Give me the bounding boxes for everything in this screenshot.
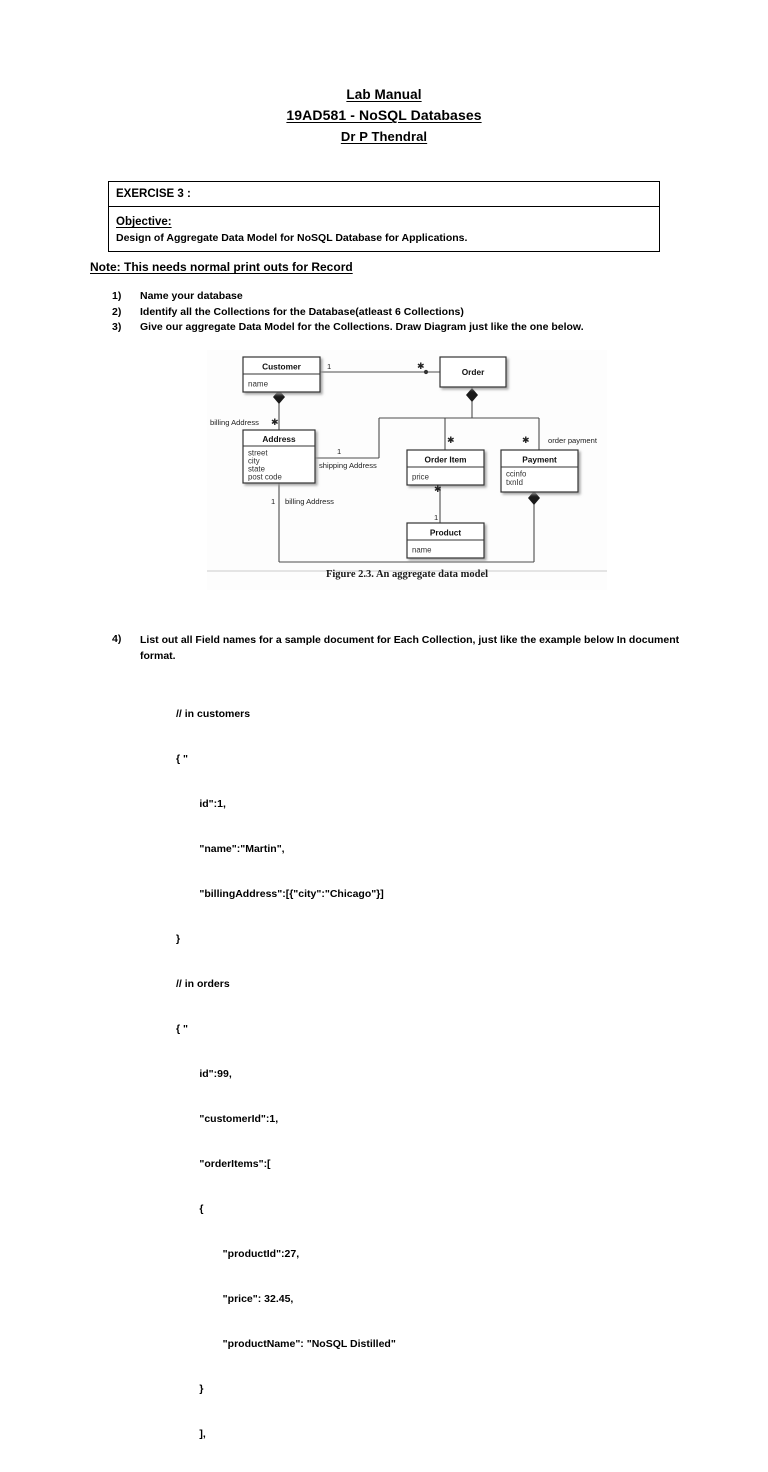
list-item: 3) Give our aggregate Data Model for the… <box>112 320 692 336</box>
class-attr-payment-ccinfo: ccinfo <box>506 470 527 479</box>
title-line-1: Lab Manual <box>0 84 768 105</box>
code-line: id":1, <box>176 798 226 810</box>
diamond-order <box>466 388 478 402</box>
figure-caption: Figure 2.3. An aggregate data model <box>325 569 489 580</box>
multiplicity-dot <box>423 369 429 375</box>
class-attr-order-item-price: price <box>412 473 429 482</box>
code-line: "productId":27, <box>176 1248 300 1260</box>
list-text: Give our aggregate Data Model for the Co… <box>140 321 584 333</box>
title-line-3: Dr P Thendral <box>0 126 768 147</box>
code-line: "orderItems":[ <box>176 1158 271 1170</box>
document-page: Lab Manual 19AD581 - NoSQL Databases Dr … <box>0 84 768 1440</box>
list-text: Name your database <box>140 290 243 302</box>
class-attr-address-postcode: post code <box>248 473 282 482</box>
class-attr-address-state: state <box>248 465 265 474</box>
exercise-objective-row: Objective: Design of Aggregate Data Mode… <box>109 207 659 251</box>
code-line: ], <box>176 1428 206 1440</box>
class-name-customer: Customer <box>262 362 301 372</box>
title-text-1: Lab Manual <box>346 87 422 102</box>
title-text-2: 19AD581 - NoSQL Databases <box>286 107 482 123</box>
code-line: "price": 32.45, <box>176 1293 294 1305</box>
code-line: } <box>176 1383 204 1395</box>
uml-class-order-item: Order Item price <box>406 449 485 486</box>
diamond-customer <box>273 390 285 404</box>
uml-class-address: Address street city state post code <box>242 429 316 484</box>
aggregate-data-model-figure: Customer name Order Address street city … <box>207 350 607 590</box>
class-name-order: Order <box>462 367 485 377</box>
title-text-3: Dr P Thendral <box>340 129 428 144</box>
class-attr-customer-name: name <box>248 380 269 389</box>
label-payment-mult: ✱ <box>522 435 530 445</box>
code-line: // in orders <box>176 978 230 990</box>
uml-class-product: Product name <box>406 522 485 559</box>
code-line: "productName": "NoSQL Distilled" <box>176 1338 396 1350</box>
objective-text: Design of Aggregate Data Model for NoSQL… <box>116 232 468 244</box>
uml-class-order: Order <box>439 356 507 388</box>
exercise-box: EXERCISE 3 : Objective: Design of Aggreg… <box>108 181 660 252</box>
composition-diamonds <box>273 388 540 505</box>
label-customer-order-one: 1 <box>327 362 331 371</box>
code-line: "billingAddress":[{"city":"Chicago"}] <box>176 888 384 900</box>
list-item: 2) Identify all the Collections for the … <box>112 305 692 321</box>
list-marker: 4) <box>112 633 122 645</box>
label-billing-address-bottom-one: 1 <box>271 497 275 506</box>
label-billing-address-top-mult: ✱ <box>271 417 279 427</box>
label-order-payment: order payment <box>548 436 598 445</box>
list-item: 4) List out all Field names for a sample… <box>112 632 692 664</box>
list-marker: 1) <box>112 290 122 302</box>
code-sample-block: // in customers { " id":1, "name":"Marti… <box>176 677 696 1472</box>
label-shipping-address: shipping Address <box>319 461 377 470</box>
task-list-top: 1) Name your database 2) Identify all th… <box>112 289 692 336</box>
class-name-product: Product <box>430 528 462 538</box>
list-item: 1) Name your database <box>112 289 692 305</box>
label-billing-address-bottom: billing Address <box>285 497 334 506</box>
class-attr-address-street: street <box>248 449 268 458</box>
label-order-item-mult: ✱ <box>447 435 455 445</box>
class-attr-product-name: name <box>412 546 432 555</box>
class-attr-address-city: city <box>248 457 260 466</box>
list-marker: 3) <box>112 321 122 333</box>
class-name-order-item: Order Item <box>425 455 467 465</box>
task-list-bottom: 4) List out all Field names for a sample… <box>112 632 692 664</box>
code-line: { " <box>176 753 188 765</box>
list-text: List out all Field names for a sample do… <box>140 634 680 662</box>
title-line-2: 19AD581 - NoSQL Databases <box>0 105 768 126</box>
label-customer-order-many: ✱ <box>417 361 425 371</box>
class-name-address: Address <box>262 434 296 444</box>
code-line: "name":"Martin", <box>176 843 285 855</box>
uml-edge-labels: 1 ✱ billing Address ✱ 1 shipping Address… <box>210 361 598 522</box>
exercise-heading-row: EXERCISE 3 : <box>109 182 659 207</box>
code-line: } <box>176 933 181 945</box>
label-billing-address-top: billing Address <box>210 418 259 427</box>
code-line: id":99, <box>176 1068 232 1080</box>
uml-diagram: Customer name Order Address street city … <box>207 356 607 572</box>
label-product-one: 1 <box>434 513 438 522</box>
uml-connectors <box>278 371 540 563</box>
exercise-heading: EXERCISE 3 : <box>116 188 191 200</box>
code-line: // in customers <box>176 708 251 720</box>
code-line: { <box>176 1203 204 1215</box>
list-text: Identify all the Collections for the Dat… <box>140 305 464 318</box>
label-product-mult: ✱ <box>434 484 442 494</box>
code-line: { " <box>176 1023 188 1035</box>
objective-label: Objective: <box>116 216 172 228</box>
print-note: Note: This needs normal print outs for R… <box>90 260 353 274</box>
uml-class-customer: Customer name <box>242 356 321 393</box>
list-marker: 2) <box>112 305 122 318</box>
diamond-payment <box>528 491 540 505</box>
class-name-payment: Payment <box>522 455 557 465</box>
code-line: "customerId":1, <box>176 1113 279 1125</box>
document-title-block: Lab Manual 19AD581 - NoSQL Databases Dr … <box>0 84 768 147</box>
label-shipping-address-one: 1 <box>337 447 341 456</box>
uml-class-payment: Payment ccinfo txnId <box>500 449 579 493</box>
class-attr-payment-txnid: txnId <box>506 478 523 487</box>
